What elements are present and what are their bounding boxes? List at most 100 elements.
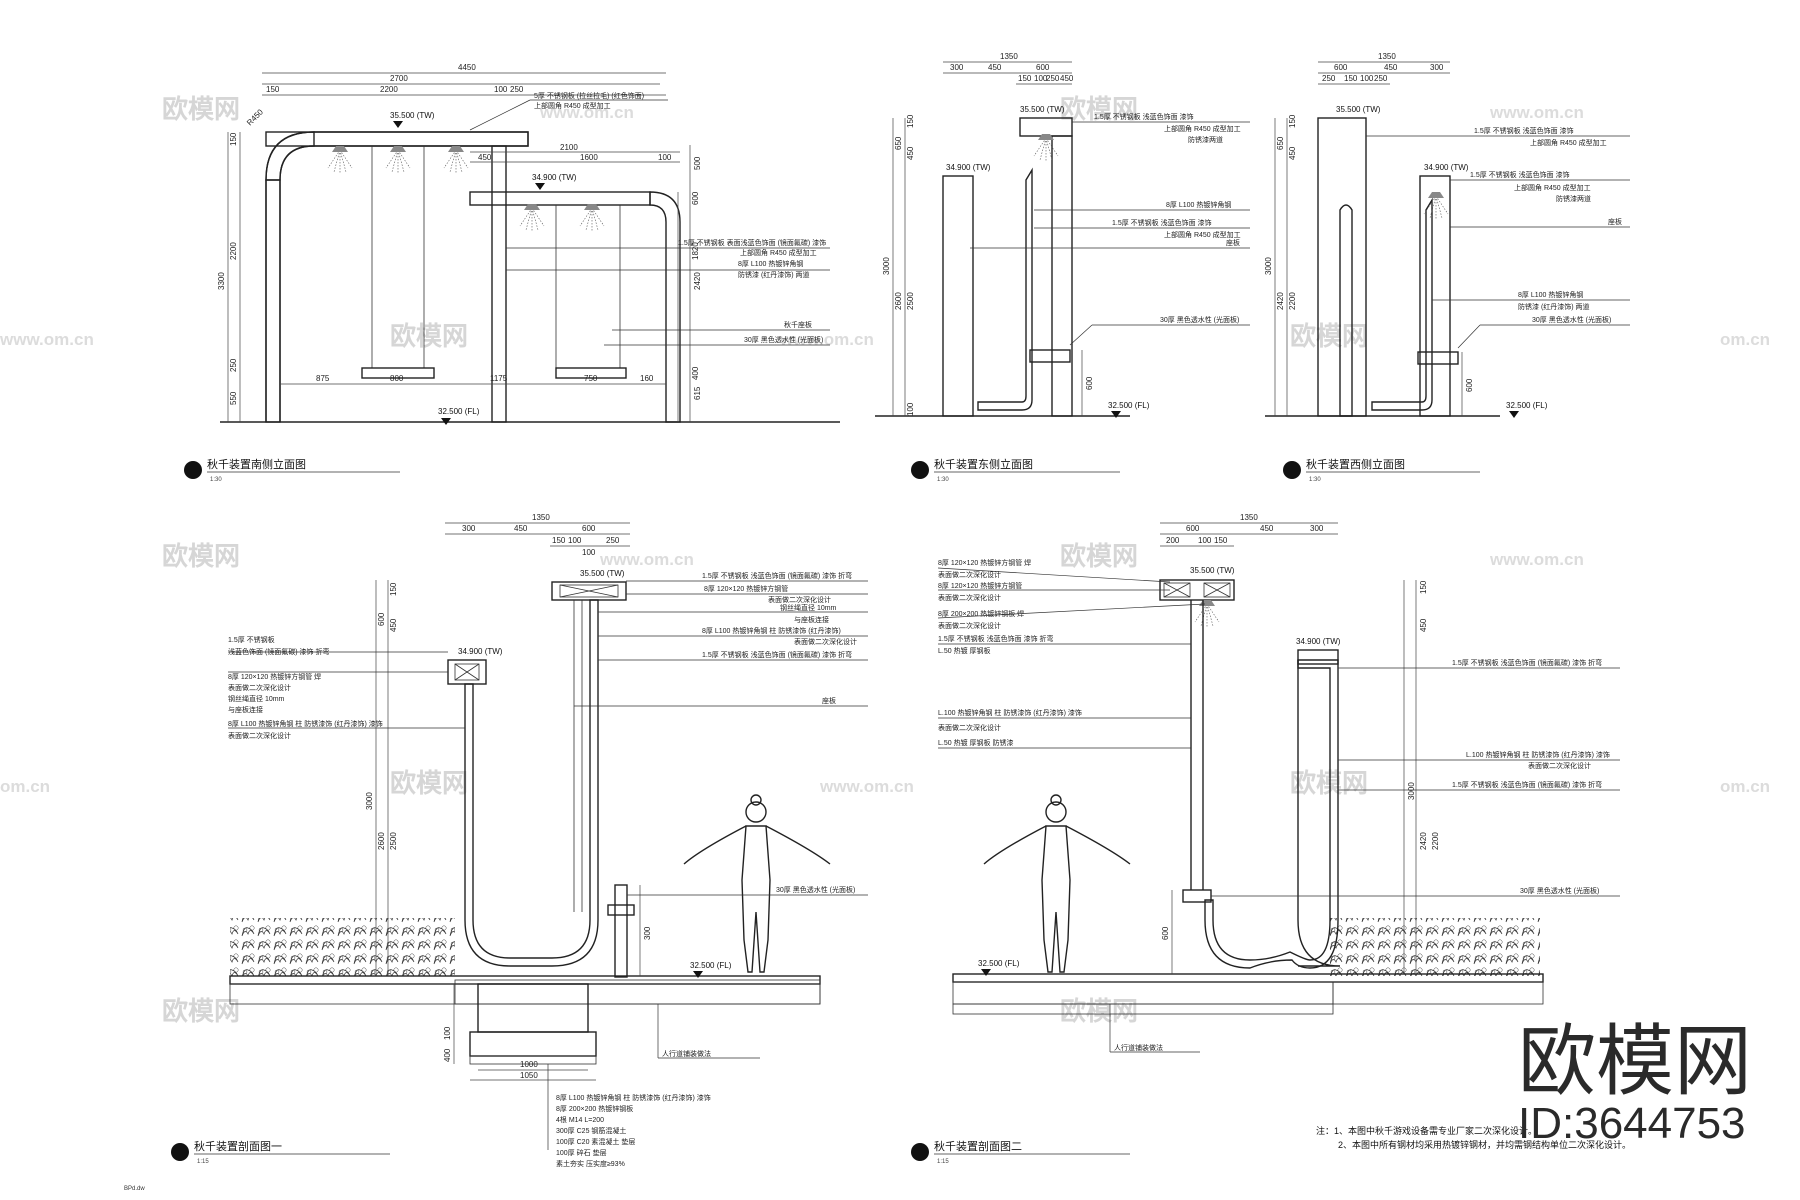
svg-text:450: 450	[1060, 74, 1074, 83]
svg-text:875: 875	[316, 374, 330, 383]
svg-text:100: 100	[1034, 74, 1048, 83]
svg-text:8厚 L100 热镀锌角钢 柱 防锈漆饰 (红丹漆饰) 漆饰: 8厚 L100 热镀锌角钢 柱 防锈漆饰 (红丹漆饰) 漆饰	[556, 1093, 711, 1102]
svg-text:秋千装置西侧立面图: 秋千装置西侧立面图	[1306, 457, 1405, 471]
svg-text:150: 150	[1018, 74, 1032, 83]
svg-text:150: 150	[389, 582, 398, 596]
svg-text:欧模网: 欧模网	[1060, 996, 1138, 1026]
svg-text:100: 100	[1198, 536, 1212, 545]
svg-text:注：1、本图中秋千游戏设备需专业厂家二次深化设计。: 注：1、本图中秋千游戏设备需专业厂家二次深化设计。	[1316, 1125, 1537, 1136]
svg-text:www.om.cn: www.om.cn	[539, 103, 634, 122]
svg-text:1:30: 1:30	[210, 477, 222, 483]
svg-text:与座板连接: 与座板连接	[228, 705, 263, 714]
svg-text:L.100 热镀锌角钢 柱 防锈漆饰 (红丹漆饰) 漆饰: L.100 热镀锌角钢 柱 防锈漆饰 (红丹漆饰) 漆饰	[1466, 750, 1610, 759]
panel-section-one: 1350 300 450 600 150 100 250 100 3000 26…	[171, 513, 868, 1168]
svg-text:上部圆角 R450 成型加工: 上部圆角 R450 成型加工	[1530, 138, 1607, 147]
svg-text:550: 550	[229, 391, 238, 405]
svg-text:8厚 L100 热镀锌角钢 柱 防锈漆饰 (红丹漆饰) 漆饰: 8厚 L100 热镀锌角钢 柱 防锈漆饰 (红丹漆饰) 漆饰	[228, 719, 383, 728]
watermarks: 欧模网 www.om.cn 欧模网 www.om.cn 欧模网 www.om.c…	[0, 94, 1770, 1026]
svg-text:450: 450	[389, 618, 398, 632]
svg-text:150: 150	[1344, 74, 1358, 83]
svg-text:600: 600	[1465, 378, 1474, 392]
svg-text:2420: 2420	[693, 272, 702, 290]
svg-text:2200: 2200	[380, 85, 398, 94]
svg-text:欧模网: 欧模网	[1290, 768, 1368, 798]
panel-east-elevation: 1350 300 450 600 150 100 250 450 3000 26…	[875, 52, 1250, 483]
svg-text:3000: 3000	[1407, 782, 1416, 800]
svg-text:2500: 2500	[389, 832, 398, 850]
svg-text:34.900 (TW): 34.900 (TW)	[1424, 163, 1469, 172]
svg-text:秋千装置剖面图二: 秋千装置剖面图二	[934, 1139, 1022, 1153]
svg-text:150: 150	[906, 114, 915, 128]
svg-text:32.500 (FL): 32.500 (FL)	[1506, 401, 1548, 410]
svg-text:150: 150	[552, 536, 566, 545]
svg-text:34.900 (TW): 34.900 (TW)	[532, 173, 577, 182]
svg-text:200: 200	[1166, 536, 1180, 545]
svg-text:32.500 (FL): 32.500 (FL)	[438, 407, 480, 416]
svg-text:8厚 L100 热镀锌角钢: 8厚 L100 热镀锌角钢	[1166, 200, 1231, 209]
svg-text:1600: 1600	[580, 153, 598, 162]
svg-text:8厚 200×200 热镀锌钢板: 8厚 200×200 热镀锌钢板	[556, 1104, 633, 1113]
svg-text:防锈漆 (红丹漆饰) 两道: 防锈漆 (红丹漆饰) 两道	[1518, 302, 1590, 311]
svg-text:欧模网: 欧模网	[390, 321, 468, 351]
svg-text:100厚 C20 素混凝土 垫层: 100厚 C20 素混凝土 垫层	[556, 1137, 635, 1146]
svg-text:450: 450	[906, 146, 915, 160]
svg-text:35.500 (TW): 35.500 (TW)	[580, 569, 625, 578]
svg-text:4450: 4450	[458, 63, 476, 72]
svg-text:8厚 L100 热镀锌角钢: 8厚 L100 热镀锌角钢	[738, 259, 803, 268]
brand-id: ID:3644753	[1518, 1099, 1746, 1148]
svg-text:100: 100	[568, 536, 582, 545]
svg-text:www.om.cn: www.om.cn	[819, 777, 914, 796]
svg-text:100: 100	[582, 548, 596, 557]
svg-text:250: 250	[510, 85, 524, 94]
svg-text:秋千装置剖面图一: 秋千装置剖面图一	[194, 1139, 282, 1153]
svg-text:35.500 (TW): 35.500 (TW)	[1020, 105, 1065, 114]
svg-text:钢丝绳直径 10mm: 钢丝绳直径 10mm	[780, 603, 837, 612]
svg-text:450: 450	[1288, 146, 1297, 160]
svg-text:450: 450	[514, 524, 528, 533]
svg-text:表面做二次深化设计: 表面做二次深化设计	[938, 621, 1001, 630]
svg-text:人行道铺装做法: 人行道铺装做法	[662, 1049, 711, 1058]
svg-text:欧模网: 欧模网	[162, 94, 240, 124]
svg-text:www.om.cn: www.om.cn	[1489, 550, 1584, 569]
svg-text:34.900 (TW): 34.900 (TW)	[946, 163, 991, 172]
svg-text:600: 600	[691, 191, 700, 205]
svg-text:欧模网: 欧模网	[162, 996, 240, 1026]
svg-text:2500: 2500	[906, 292, 915, 310]
svg-text:30厚 黑色透水性 (光面板): 30厚 黑色透水性 (光面板)	[1532, 315, 1611, 324]
svg-text:150: 150	[266, 85, 280, 94]
svg-text:3000: 3000	[365, 792, 374, 810]
svg-text:om.cn: om.cn	[0, 777, 50, 796]
svg-text:1350: 1350	[1000, 52, 1018, 61]
svg-text:2200: 2200	[229, 242, 238, 260]
svg-text:8厚 L100 热镀锌角钢 柱 防锈漆饰 (红丹漆饰): 8厚 L100 热镀锌角钢 柱 防锈漆饰 (红丹漆饰)	[702, 626, 841, 635]
svg-text:欧模网: 欧模网	[1290, 321, 1368, 351]
svg-text:600: 600	[1334, 63, 1348, 72]
footnotes: 注：1、本图中秋千游戏设备需专业厂家二次深化设计。 2、本图中所有钢材均采用热镀…	[1316, 1125, 1631, 1150]
svg-text:100: 100	[1360, 74, 1374, 83]
svg-text:上部圆角 R450 成型加工: 上部圆角 R450 成型加工	[534, 101, 611, 110]
svg-text:250: 250	[229, 358, 238, 372]
svg-text:100: 100	[906, 402, 915, 416]
svg-text:1.5厚 不锈钢板 浅蓝色饰面 (镜面氟碳) 漆饰 折弯: 1.5厚 不锈钢板 浅蓝色饰面 (镜面氟碳) 漆饰 折弯	[702, 571, 852, 580]
svg-text:表面做二次深化设计: 表面做二次深化设计	[1528, 761, 1591, 770]
svg-text:3300: 3300	[217, 272, 226, 290]
svg-text:150: 150	[1419, 580, 1428, 594]
svg-text:8厚 120×120 热镀锌方钢管: 8厚 120×120 热镀锌方钢管	[704, 584, 788, 593]
svg-text:表面做二次深化设计: 表面做二次深化设计	[768, 595, 831, 604]
svg-text:3000: 3000	[882, 257, 891, 275]
svg-text:100: 100	[658, 153, 672, 162]
svg-text:32.500 (FL): 32.500 (FL)	[978, 959, 1020, 968]
svg-text:1175: 1175	[490, 374, 508, 383]
svg-text:300厚 C25 钢筋混凝土: 300厚 C25 钢筋混凝土	[556, 1126, 626, 1135]
svg-text:250: 250	[1322, 74, 1336, 83]
svg-text:上部圆角 R450 成型加工: 上部圆角 R450 成型加工	[1164, 230, 1241, 239]
svg-text:30厚 黑色透水性 (光面板): 30厚 黑色透水性 (光面板)	[1520, 886, 1599, 895]
svg-text:1350: 1350	[532, 513, 550, 522]
svg-text:1.5厚 不锈钢板 浅蓝色饰面 (镜面氟碳) 漆饰 折弯: 1.5厚 不锈钢板 浅蓝色饰面 (镜面氟碳) 漆饰 折弯	[702, 650, 852, 659]
svg-text:表面做二次深化设计: 表面做二次深化设计	[228, 683, 291, 692]
brand-stamp: 欧模网 ID:3644753	[1518, 1017, 1752, 1148]
svg-text:35.500 (TW): 35.500 (TW)	[1336, 105, 1381, 114]
svg-text:600: 600	[377, 612, 386, 626]
svg-text:32.500 (FL): 32.500 (FL)	[1108, 401, 1150, 410]
svg-text:250: 250	[1046, 74, 1060, 83]
